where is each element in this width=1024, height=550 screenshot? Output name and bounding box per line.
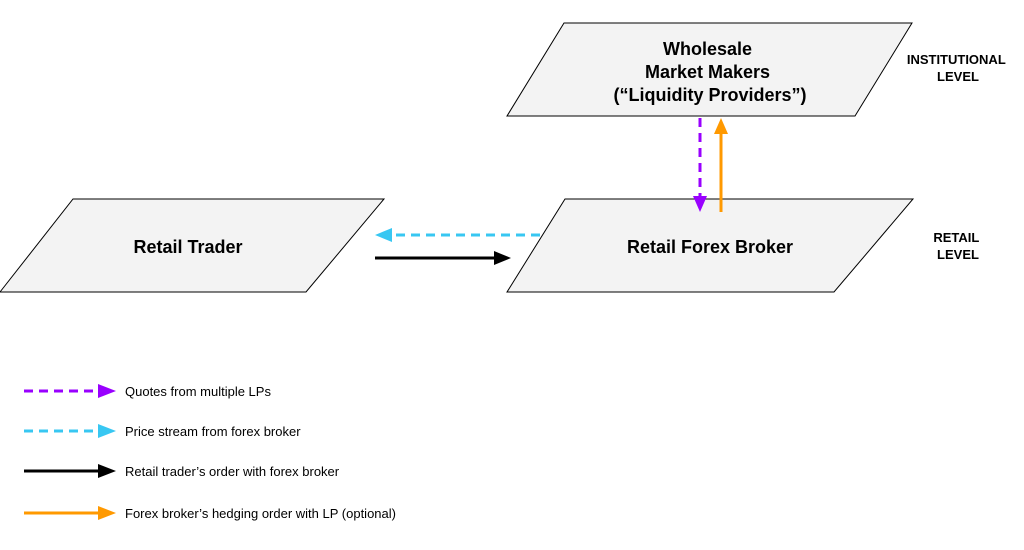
retail-level-label: RETAIL LEVEL [933, 230, 982, 262]
legend-label-quotes: Quotes from multiple LPs [125, 384, 271, 399]
wholesale-market-makers-node: Wholesale Market Makers (“Liquidity Prov… [506, 22, 913, 117]
legend-item-retail-order: Retail trader’s order with forex broker [24, 464, 340, 479]
wholesale-label-line-3: (“Liquidity Providers”) [613, 85, 806, 105]
wholesale-label-line-2: Market Makers [645, 62, 770, 82]
retail-trader-node: Retail Trader [0, 198, 386, 293]
wholesale-label-line-1: Wholesale [663, 39, 752, 59]
legend-label-price-stream: Price stream from forex broker [125, 424, 301, 439]
hedging-order-arrow [714, 118, 728, 212]
wholesale-label: Wholesale Market Makers (“Liquidity Prov… [613, 39, 806, 105]
retail-level-line-2: LEVEL [937, 247, 979, 262]
retail-forex-broker-node: Retail Forex Broker [506, 198, 915, 293]
legend-item-price-stream: Price stream from forex broker [24, 424, 301, 439]
legend: Quotes from multiple LPs Price stream fr… [24, 384, 396, 521]
legend-item-hedging-order: Forex broker’s hedging order with LP (op… [24, 506, 396, 521]
quotes-arrow [693, 118, 707, 212]
institutional-level-line-1: INSTITUTIONAL [907, 52, 1006, 67]
institutional-level-line-2: LEVEL [937, 69, 979, 84]
legend-item-quotes: Quotes from multiple LPs [24, 384, 271, 399]
legend-label-hedging-order: Forex broker’s hedging order with LP (op… [125, 506, 396, 521]
broker-shape [506, 198, 915, 293]
retail-level-line-1: RETAIL [933, 230, 979, 245]
trader-label: Retail Trader [133, 237, 242, 257]
price-stream-arrow [375, 228, 540, 242]
retail-order-arrow [375, 251, 511, 265]
institutional-level-label: INSTITUTIONAL LEVEL [907, 52, 1009, 84]
legend-label-retail-order: Retail trader’s order with forex broker [125, 464, 340, 479]
trader-shape [0, 198, 386, 293]
broker-label: Retail Forex Broker [627, 237, 793, 257]
wholesale-shape [506, 22, 913, 117]
